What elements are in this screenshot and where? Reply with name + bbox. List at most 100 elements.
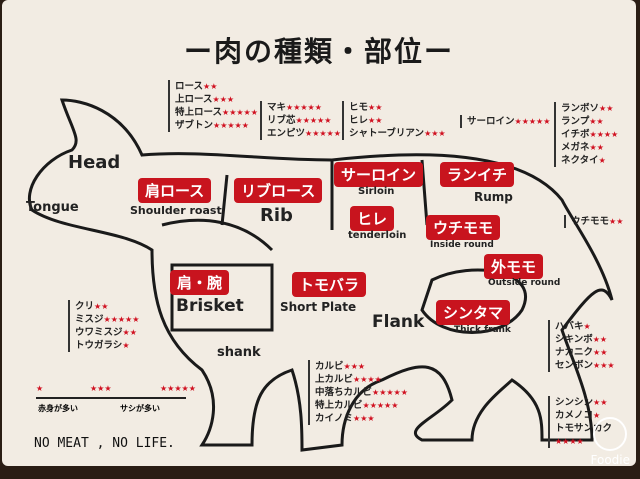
scale-low-stars: ★ (36, 384, 44, 393)
cut-rating-stars: ★★★★★ (286, 103, 322, 112)
tag-brisket: 肩・腕 (170, 270, 230, 295)
cut-rating-stars: ★★ (593, 348, 608, 357)
cut-name: カメノコ (555, 410, 594, 421)
cut-rating-stars: ★★ (368, 103, 383, 112)
cut-name: センボン (555, 360, 594, 371)
tag-rump: ランイチ (440, 162, 515, 187)
cut-name: ザブトン (175, 120, 214, 131)
cut-rating-stars: ★★ (368, 116, 383, 125)
cut-rating-stars: ★★ (593, 398, 608, 407)
cut-item: ロース★★ (175, 80, 258, 93)
foodie-watermark: Foodie (591, 417, 630, 467)
cut-rating-stars: ★★ (589, 143, 604, 152)
cut-item: 上ロース★★★ (175, 93, 258, 106)
foodie-logo-icon (593, 417, 628, 451)
cut-item: メガネ★★ (561, 141, 618, 154)
en-shoulder-roast: Shoulder roast (130, 204, 222, 217)
en-rib: Rib (260, 205, 293, 226)
cut-item: ザブトン★★★★★ (175, 119, 258, 132)
list-rib: マキ★★★★★リブ芯★★★★★エンピツ★★★★★ (260, 101, 341, 140)
cut-rating-stars: ★★★★★ (103, 315, 140, 324)
cow-outline (27, 98, 614, 452)
cut-item: シンシン★★ (555, 396, 636, 409)
cut-rating-stars: ★★★★★ (222, 108, 258, 117)
cut-name: ミスジ (75, 314, 104, 325)
en-short-plate: Short Plate (280, 300, 357, 314)
en-outside-round: Outside round (488, 278, 561, 288)
cut-name: ネクタイ (561, 155, 599, 166)
cut-rating-stars: ★★★★ (589, 130, 619, 139)
cut-item: センボン★★★ (555, 359, 615, 372)
cut-item: イチボ★★★★ (561, 128, 618, 141)
list-hire: ヒモ★★ヒレ★★シャトーブリアン★★★ (342, 101, 446, 140)
cut-name: ヒレ (349, 115, 369, 126)
en-tenderloin: tenderloin (348, 230, 407, 241)
en-thick-frank: Thick frank (454, 325, 511, 335)
cut-name: ロース (175, 81, 204, 92)
scale-mid-stars: ★★★ (90, 384, 112, 393)
cut-rating-stars: ★★★ (343, 362, 366, 371)
tag-tenderloin: ヒレ (350, 206, 395, 231)
scale-right-label: サシが多い (120, 404, 160, 413)
list-shintama: ハバキ★シキンボ★★ナカニク★★センボン★★★ (548, 320, 615, 372)
cut-name: ハバキ (555, 321, 584, 332)
cut-item: シャトーブリアン★★★ (349, 127, 446, 140)
cut-name: シキンボ (555, 334, 593, 345)
cut-name: 特上ロース (175, 107, 223, 118)
cut-rating-stars: ★★ (589, 117, 604, 126)
cut-item: ネクタイ★ (561, 154, 618, 167)
scale-high-stars: ★★★★★ (160, 384, 196, 393)
cut-item: 特上カルビ★★★★★ (315, 399, 408, 412)
label-flank: Flank (372, 312, 425, 332)
cut-name: マキ (267, 102, 287, 113)
cut-rating-stars: ★ (583, 322, 591, 331)
cut-item: 中落ちカルビ★★★★★ (315, 386, 408, 399)
page-title: ー肉の種類・部位ー (183, 35, 454, 68)
cut-rating-stars: ★★ (122, 328, 137, 337)
en-rump: Rump (474, 190, 513, 204)
cut-item: サーロイン★★★★★ (467, 115, 550, 128)
cut-item: ミスジ★★★★★ (75, 313, 139, 326)
en-sirloin: Sirloin (358, 186, 395, 197)
label-shank: shank (217, 345, 261, 360)
cut-name: 特上カルビ (315, 400, 363, 411)
label-head: Head (68, 152, 121, 173)
cut-name: トモサンカク (555, 423, 613, 434)
en-brisket: Brisket (176, 296, 244, 316)
cut-rating-stars: ★★ (94, 302, 109, 311)
label-tongue: Tongue (26, 200, 79, 215)
cut-name: イチボ (561, 129, 590, 140)
tag-thick-frank: シンタマ (436, 300, 511, 325)
cut-rating-stars: ★★★ (424, 129, 446, 138)
tag-shoulder-roast: 肩ロース (138, 178, 212, 203)
cut-name: ウワミスジ (75, 327, 123, 338)
cut-rating-stars: ★★★★ (555, 437, 584, 446)
cut-rating-stars: ★★★★★ (305, 129, 341, 138)
cut-item: ランボソ★★ (561, 102, 618, 115)
cut-name: エンピツ (267, 128, 306, 139)
cut-item: カルビ★★★ (315, 360, 408, 373)
slogan: NO MEAT , NO LIFE. (34, 436, 175, 451)
cut-name: シンシン (555, 397, 594, 408)
cut-rating-stars: ★★★ (593, 361, 615, 370)
list-sotomomo: シンシン★★カメノコ★トモサンカク★★★★ (548, 396, 636, 448)
tag-short-plate: トモバラ (292, 272, 367, 297)
cut-name: 上ロース (175, 94, 213, 105)
cut-item: ハバキ★ (555, 320, 615, 333)
list-brisket: クリ★★ミスジ★★★★★ウワミスジ★★トウガラシ★ (68, 300, 139, 352)
cut-name: シャトーブリアン (349, 128, 425, 139)
cut-item: クリ★★ (75, 300, 139, 313)
list-roast: ロース★★上ロース★★★特上ロース★★★★★ ザブトン★★★★★ (168, 80, 258, 132)
cut-name: ヒモ (349, 102, 369, 113)
cut-name: ランボソ (561, 103, 600, 114)
cut-item: ナカニク★★ (555, 346, 615, 359)
cut-item: ウチモモ★★ (571, 215, 623, 228)
cut-item: エンピツ★★★★★ (267, 127, 341, 140)
cut-name: メガネ (561, 142, 590, 153)
cut-item: シキンボ★★ (555, 333, 615, 346)
cut-item: ランプ★★ (561, 115, 618, 128)
cut-item: トウガラシ★ (75, 339, 139, 352)
cut-name: サーロイン (467, 116, 515, 127)
cut-rating-stars: ★★ (592, 335, 608, 344)
tag-rib: リブロース (234, 178, 323, 203)
